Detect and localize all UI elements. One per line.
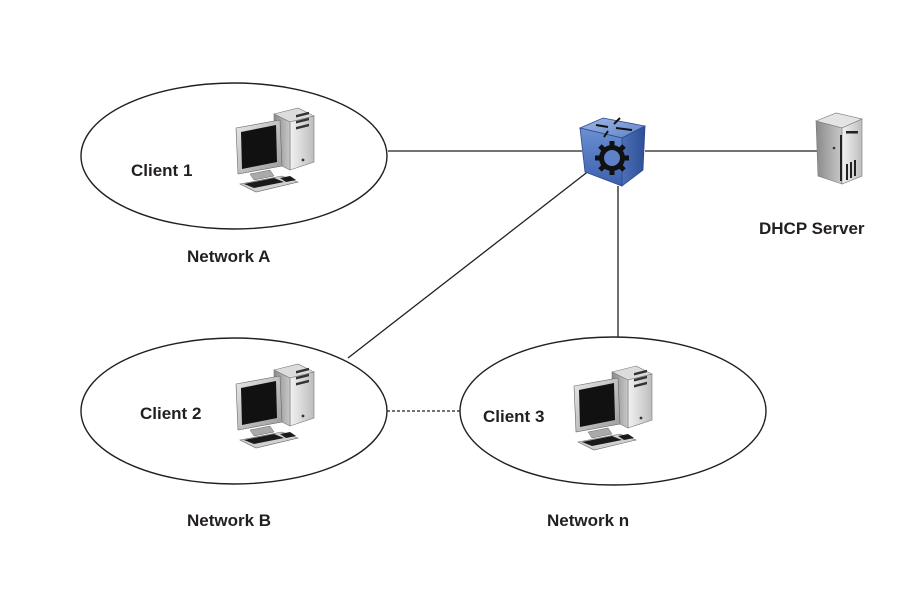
network-a-ellipse[interactable]: [80, 82, 388, 230]
dhcp-server-label: DHCP Server: [759, 219, 865, 238]
network-n-label: Network n: [547, 511, 629, 530]
server-icon[interactable]: [815, 112, 863, 185]
network-b-ellipse[interactable]: [80, 337, 388, 485]
network-b-label: Network B: [187, 511, 271, 530]
client-3-label: Client 3: [483, 407, 544, 426]
link-network-b-router: [347, 169, 591, 359]
client-1-label: Client 1: [131, 161, 192, 180]
router-icon[interactable]: [578, 117, 647, 187]
network-a-label: Network A: [187, 247, 270, 266]
client-2-label: Client 2: [140, 404, 201, 423]
